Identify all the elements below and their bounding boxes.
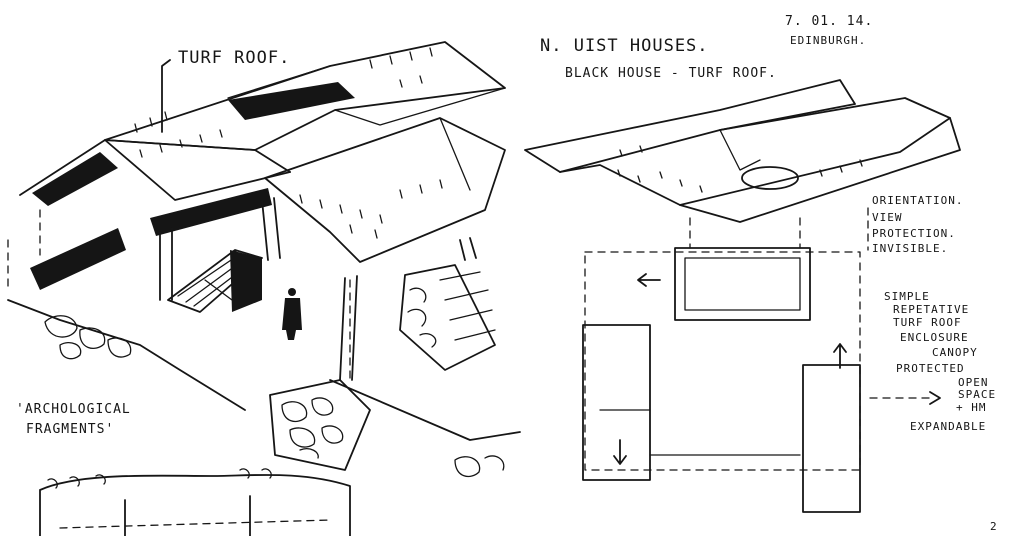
roof-dark-band (228, 82, 355, 120)
arrow-up (833, 343, 847, 369)
roof-right-slab (559, 97, 951, 206)
page-number: 2 (990, 520, 998, 533)
note-hm: + HM (956, 401, 987, 414)
right-roof-plane (264, 117, 506, 263)
note-enclosure: ENCLOSURE (900, 331, 969, 344)
plan-room-right (802, 364, 861, 513)
fragments-label-line2: FRAGMENTS' (26, 422, 115, 437)
sketch-place: EDINBURGH. (790, 34, 867, 47)
left-gable-hatch (32, 152, 118, 206)
column-1 (159, 227, 173, 301)
lower-plan-fragment (39, 474, 351, 536)
note-open: OPEN (958, 376, 989, 389)
roof-left-slab (524, 79, 856, 173)
column-2 (261, 197, 281, 261)
note-repetative: REPETATIVE (893, 303, 970, 316)
sketch-subtitle: BLACK HOUSE - TURF ROOF. (565, 66, 777, 81)
note-orientation: ORIENTATION. (872, 194, 964, 207)
note-expandable: EXPANDABLE (910, 420, 987, 433)
left-wall-hatch (30, 228, 126, 290)
note-invisible: INVISIBLE. (872, 242, 949, 255)
arrow-left (637, 273, 661, 287)
column-3 (339, 275, 358, 381)
human-figure (282, 288, 302, 340)
note-view: VIEW (872, 211, 903, 224)
sketch-title: N. UIST HOUSES. (540, 36, 709, 56)
stair-right (399, 264, 496, 371)
canopy-beam-hatch (150, 188, 272, 236)
stone-wall-center (281, 397, 344, 459)
plan-room-top (674, 247, 811, 321)
note-simple: SIMPLE (884, 290, 930, 303)
note-canopy: CANOPY (932, 346, 978, 359)
note-turf-roof: TURF ROOF (893, 316, 962, 329)
stone-wall-left (44, 315, 132, 360)
turf-ticks (134, 47, 443, 239)
note-space: SPACE (958, 388, 997, 401)
arrow-right (929, 391, 941, 405)
note-protected: PROTECTED (896, 362, 965, 375)
right-sketch (524, 79, 961, 513)
note-protection: PROTECTION. (872, 227, 956, 240)
roof-courtyard-opening (741, 166, 799, 190)
turf-roof-leader (161, 59, 171, 133)
left-isometric-sketch (7, 41, 521, 536)
plan-room-left (582, 324, 651, 481)
sketch-date: 7. 01. 14. (785, 14, 874, 29)
arrow-down (613, 439, 627, 465)
turf-roof-label: TURF ROOF. (178, 48, 291, 68)
plan-enclosure (584, 251, 861, 471)
left-roof-plane (19, 139, 291, 201)
fragments-label-line1: 'ARCHOLOGICAL (16, 402, 131, 417)
